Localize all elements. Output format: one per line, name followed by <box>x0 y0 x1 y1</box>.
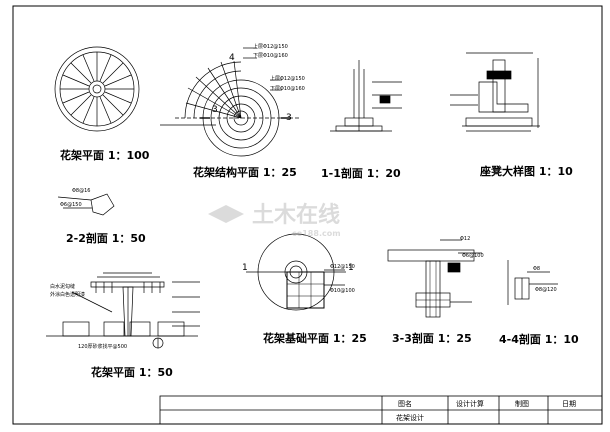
mortar-note: 120厚砂浆找平@500 <box>78 343 127 350</box>
bench-detail-drawing <box>450 52 540 132</box>
title-block-drafting: 制图 <box>515 399 529 408</box>
title-block-design-calc: 设计计算 <box>456 399 484 408</box>
rebar-d8-label: Φ8 <box>533 266 540 272</box>
section-mark-1-left: 1 <box>242 263 248 273</box>
title-section-4-4: 4-4剖面 1：10 <box>499 332 579 346</box>
lower-rebar-label: 下层Φ10@160 <box>253 53 288 59</box>
section-mark-4: 4 <box>229 53 235 63</box>
watermark: 土木在线 co188.com <box>208 202 341 238</box>
title-block <box>159 395 603 425</box>
watermark-url: co188.com <box>292 229 341 238</box>
section-3-3-drawing <box>387 239 482 318</box>
plan-top-drawing <box>54 46 140 132</box>
rebar-d12-label: Φ12 <box>460 236 470 242</box>
rebar-d6-150-label: Φ6@150 <box>60 202 82 208</box>
title-section-2-2: 2-2剖面 1：50 <box>66 231 146 245</box>
upper-rebar-label: 上层Φ12@150 <box>253 43 288 50</box>
section-1-1-drawing <box>330 60 402 132</box>
upper-rebar-label-2: 上层Φ12@150 <box>270 75 305 82</box>
lower-rebar-label-2: 下层Φ10@160 <box>270 86 305 92</box>
section-mark-3-left: 3 <box>212 105 218 115</box>
title-plan-top: 花架平面 1：100 <box>60 148 150 162</box>
title-block-name-value: 花架设计 <box>396 413 424 422</box>
plan-bottom-drawing <box>46 272 200 349</box>
title-section-1-1: 1-1剖面 1：20 <box>321 166 401 180</box>
title-bench-detail: 座凳大样图 1：10 <box>479 164 573 178</box>
rebar-d10-100-label: Φ10@100 <box>330 288 355 294</box>
watermark-logo-icon <box>208 205 244 223</box>
section-2-2-drawing <box>57 193 115 216</box>
section-4-4-drawing <box>507 260 558 305</box>
title-struct-plan: 花架结构平面 1：25 <box>193 165 297 179</box>
title-foundation: 花架基础平面 1：25 <box>263 331 367 345</box>
struct-plan-drawing <box>160 47 300 157</box>
rebar-d8-16-label: Φ8@16 <box>72 188 90 194</box>
white-paint-note: 外涂白色透明漆 <box>50 291 85 298</box>
title-block-name-label: 图名 <box>398 399 412 408</box>
rebar-d12-150-label: Φ12@150 <box>330 264 355 270</box>
white-cement-note: 白水泥勾缝 <box>50 283 75 290</box>
title-block-date: 日期 <box>562 400 576 408</box>
rebar-d8-120-label: Φ8@120 <box>535 287 557 293</box>
title-section-3-3: 3-3剖面 1：25 <box>392 331 472 345</box>
section-mark-1-right: 1 <box>348 263 354 273</box>
watermark-brand: 土木在线 <box>252 202 340 228</box>
foundation-drawing <box>246 233 346 311</box>
rebar-d6-100-label: Φ6@100 <box>462 253 484 259</box>
section-mark-3-right: 3 <box>286 113 292 123</box>
title-plan-bottom: 花架平面 1：50 <box>91 365 173 379</box>
